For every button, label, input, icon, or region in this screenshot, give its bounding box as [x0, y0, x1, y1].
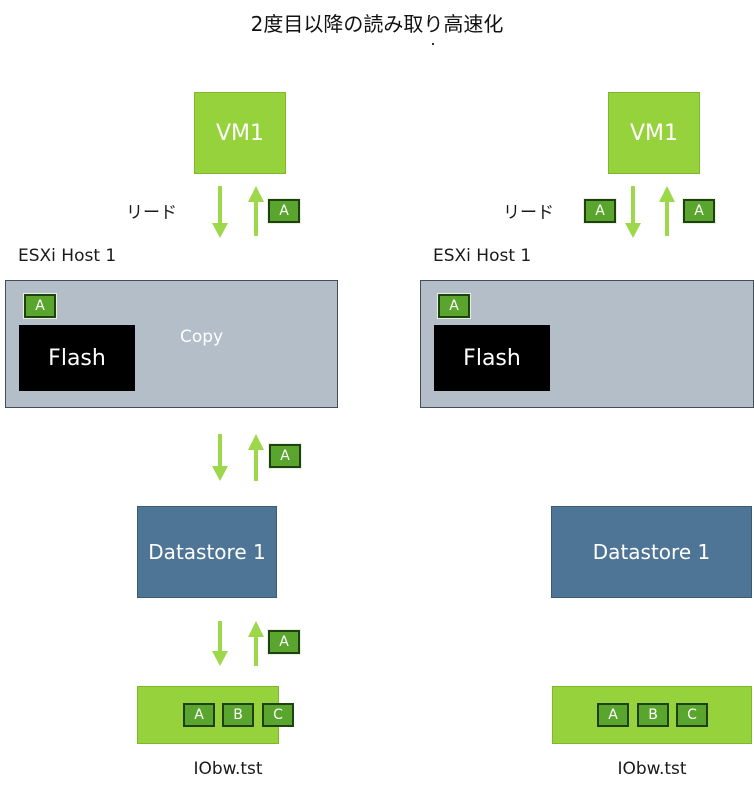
left-block-top: A [267, 198, 301, 224]
left-flash-box: Flash [19, 325, 135, 391]
left-copy-label: Copy [180, 327, 224, 347]
right-file-label: IObw.tst [617, 759, 687, 779]
left-vm1-box: VM1 [194, 92, 286, 174]
left-down-arrow-mid-head [212, 466, 228, 481]
right-block-left: A [583, 198, 617, 224]
right-file-block-b: B [637, 703, 669, 727]
left-file-label: IObw.tst [193, 759, 263, 779]
diagram-title: 2度目以降の読み取り高速化 [250, 12, 504, 36]
left-host-cache-block: A [23, 293, 57, 319]
left-up-arrow-mid-head [248, 434, 264, 450]
left-file-block-a: A [183, 703, 215, 727]
left-file-block-b: B [222, 703, 254, 727]
left-down-arrow-top-head [212, 223, 228, 238]
right-file-block-c: C [676, 703, 708, 727]
right-host-cache-block: A [437, 293, 471, 319]
right-file-block-a: A [597, 703, 629, 727]
right-host-label: ESXi Host 1 [433, 246, 532, 266]
left-read-label: リード [126, 203, 177, 223]
right-up-arrow-top-head [659, 186, 675, 202]
left-down-arrow-low-head [212, 651, 228, 666]
stray-mark [432, 43, 434, 45]
left-file-box [137, 686, 279, 744]
left-up-arrow-low-head [248, 621, 264, 637]
left-file-block-c: C [262, 703, 294, 727]
left-block-mid: A [268, 443, 302, 469]
right-block-top: A [682, 198, 716, 224]
left-datastore-box: Datastore 1 [137, 506, 277, 598]
right-down-arrow-top-head [625, 223, 641, 238]
right-read-label: リード [503, 203, 554, 223]
right-vm1-box: VM1 [608, 92, 700, 174]
left-block-low: A [267, 629, 301, 655]
left-host-label: ESXi Host 1 [18, 246, 117, 266]
right-flash-box: Flash [434, 325, 550, 391]
right-datastore-box: Datastore 1 [551, 506, 752, 598]
left-up-arrow-top-head [248, 186, 264, 202]
